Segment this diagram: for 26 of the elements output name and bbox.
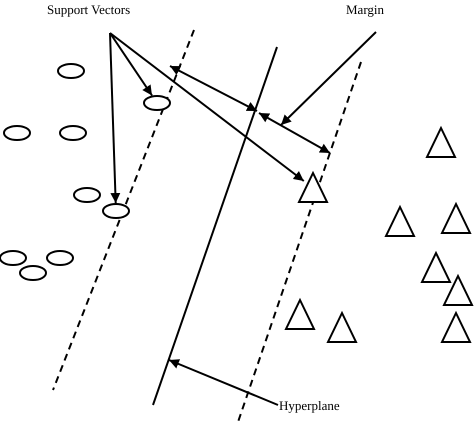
leader-line — [109, 32, 120, 204]
data-point-triangle — [440, 311, 472, 345]
data-point-ellipse — [45, 249, 75, 267]
data-point-ellipse — [2, 124, 32, 142]
data-point-triangle — [425, 126, 457, 160]
data-point-ellipse — [72, 186, 102, 204]
data-point-triangle — [440, 202, 472, 236]
leader-line — [168, 359, 278, 406]
callout-label: Hyperplane — [279, 398, 340, 413]
hyperplane-line — [152, 46, 278, 406]
data-point-ellipse — [18, 264, 48, 282]
leader-line — [109, 32, 304, 182]
data-point-triangle — [297, 171, 329, 205]
data-point-triangle — [284, 298, 316, 332]
data-point-triangle — [420, 251, 452, 285]
data-point-ellipse — [142, 94, 172, 112]
callout-label: Margin — [346, 2, 384, 17]
leader-line — [109, 32, 153, 96]
data-point-ellipse — [58, 124, 88, 142]
data-point-ellipse — [101, 202, 131, 220]
data-point-triangle — [326, 311, 358, 345]
callout-label: Support Vectors — [47, 2, 130, 17]
leader-line — [280, 31, 377, 126]
data-point-triangle — [384, 205, 416, 239]
data-point-ellipse — [56, 62, 86, 80]
data-point-triangle — [442, 274, 474, 308]
